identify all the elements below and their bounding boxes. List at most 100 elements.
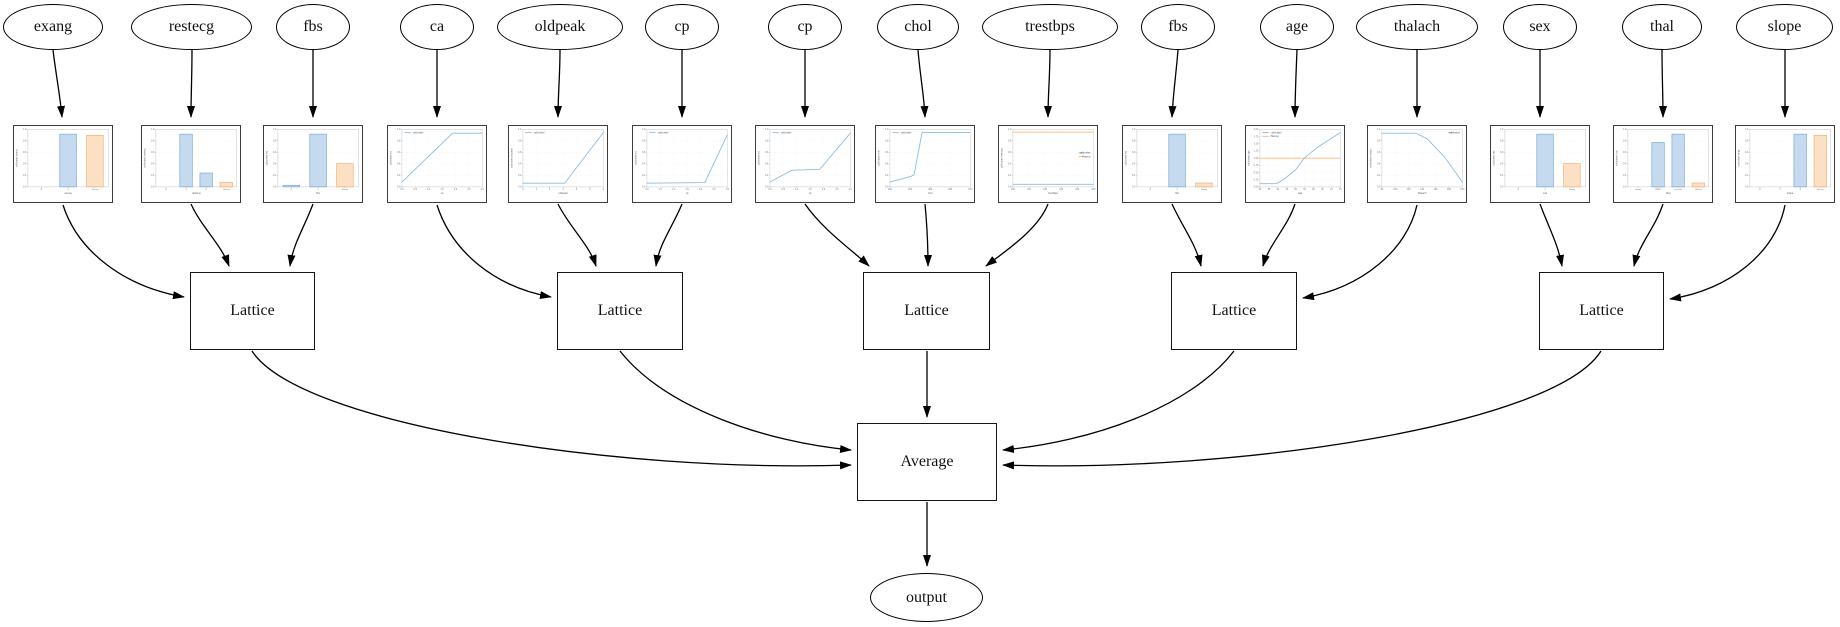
feature-node-trestbps: trestbps	[982, 4, 1118, 50]
svg-text:0.4: 0.4	[1377, 163, 1381, 166]
feature-node-sex: sex	[1503, 4, 1577, 50]
svg-text:0: 0	[1759, 188, 1761, 191]
svg-text:0.6: 0.6	[1623, 151, 1627, 154]
svg-text:0.2: 0.2	[642, 174, 646, 177]
svg-text:1.0: 1.0	[397, 128, 401, 131]
lattice-node-1: Lattice	[190, 272, 315, 350]
lattice-node-2: Lattice	[557, 272, 683, 350]
edge-chart-slope-lattice5	[1669, 204, 1786, 302]
feature-node-thalach: thalach	[1356, 4, 1478, 50]
edge-lattice2-average	[619, 350, 852, 453]
lattice-label: Lattice	[230, 302, 275, 319]
svg-text:calibrated: calibrated	[781, 131, 792, 134]
svg-text:1.0: 1.0	[1377, 128, 1381, 131]
svg-text:calibrated restecg: calibrated restecg	[143, 148, 146, 168]
lattice-label: Lattice	[1211, 302, 1257, 319]
svg-text:0.0: 0.0	[1132, 186, 1136, 189]
svg-text:0.8: 0.8	[1132, 140, 1136, 143]
edge-lattice1-average	[251, 350, 852, 470]
svg-text:1: 1	[1176, 188, 1178, 191]
feature-label: ca	[429, 18, 445, 35]
svg-text:30: 30	[1259, 188, 1262, 191]
svg-text:1.0: 1.0	[1623, 128, 1627, 131]
svg-text:Missing: Missing	[342, 189, 348, 191]
svg-text:1.0: 1.0	[1132, 128, 1136, 131]
feature-label: slope	[1767, 18, 1802, 35]
svg-text:2.00: 2.00	[1254, 128, 1259, 131]
svg-text:0.0: 0.0	[1623, 186, 1627, 189]
svg-text:oldpeak: oldpeak	[558, 192, 568, 195]
svg-text:Missing: Missing	[1271, 135, 1280, 138]
lattice-label: Lattice	[1579, 302, 1624, 319]
svg-text:ca: ca	[441, 192, 444, 195]
edge-chart-cp-lattice2	[653, 203, 683, 267]
svg-text:0.2: 0.2	[885, 174, 889, 177]
svg-text:2: 2	[205, 188, 207, 191]
svg-text:0.6: 0.6	[1132, 151, 1136, 154]
svg-text:0.6: 0.6	[397, 151, 401, 154]
svg-text:exang: exang	[65, 192, 73, 195]
svg-text:200: 200	[1460, 188, 1465, 191]
svg-text:1.00: 1.00	[1254, 157, 1259, 160]
svg-text:180: 180	[1075, 188, 1080, 191]
svg-text:0.0: 0.0	[1745, 186, 1749, 189]
svg-text:0.0: 0.0	[400, 188, 404, 191]
feature-node-oldpeak: oldpeak	[497, 4, 623, 50]
svg-text:Missing: Missing	[223, 189, 229, 191]
svg-text:2.5: 2.5	[712, 188, 716, 191]
svg-text:Missing: Missing	[1569, 189, 1575, 191]
svg-text:thal: thal	[1666, 192, 1671, 195]
output-node: output	[870, 573, 983, 622]
svg-text:calibrated thalach: calibrated thalach	[1369, 148, 1372, 168]
svg-text:1: 1	[185, 188, 187, 191]
feature-label: restecg	[168, 18, 215, 35]
svg-text:6: 6	[603, 188, 605, 191]
svg-text:0.8: 0.8	[151, 140, 155, 143]
svg-text:0.8: 0.8	[885, 140, 889, 143]
edge-chart-thalach-lattice4	[1302, 204, 1418, 301]
svg-text:Missing: Missing	[1082, 155, 1091, 158]
svg-text:calibrated exang: calibrated exang	[15, 149, 18, 168]
feature-node-fbs-2: fbs	[1141, 4, 1215, 50]
svg-text:0: 0	[291, 188, 293, 191]
svg-text:35: 35	[1267, 188, 1270, 191]
svg-text:1: 1	[536, 188, 538, 191]
svg-text:100: 100	[1011, 188, 1016, 191]
svg-text:50: 50	[1294, 188, 1297, 191]
feature-label: sex	[1529, 18, 1551, 35]
svg-text:0.8: 0.8	[765, 140, 769, 143]
svg-text:180: 180	[1447, 188, 1452, 191]
svg-text:calibrated trestbps: calibrated trestbps	[1000, 148, 1003, 168]
feature-label: fbs	[303, 18, 323, 35]
svg-text:0.2: 0.2	[765, 174, 769, 177]
lattice-label: Lattice	[597, 302, 643, 319]
svg-text:0: 0	[522, 188, 524, 191]
svg-text:1.0: 1.0	[642, 128, 646, 131]
edge-chart-oldpeak-lattice2	[557, 203, 597, 267]
svg-text:0.0: 0.0	[765, 186, 769, 189]
svg-text:3.0: 3.0	[481, 188, 485, 191]
svg-text:3.0: 3.0	[726, 188, 730, 191]
svg-text:1: 1	[1779, 188, 1781, 191]
svg-text:calibrated thal: calibrated thal	[1615, 150, 1618, 166]
svg-text:160: 160	[1059, 188, 1064, 191]
svg-text:cp: cp	[809, 192, 812, 195]
lattice-label: Lattice	[904, 302, 949, 319]
svg-text:0.5: 0.5	[659, 188, 663, 191]
svg-text:0.2: 0.2	[1008, 174, 1012, 177]
svg-text:1.0: 1.0	[273, 128, 277, 131]
svg-text:0.6: 0.6	[885, 151, 889, 154]
svg-text:300: 300	[928, 188, 933, 191]
